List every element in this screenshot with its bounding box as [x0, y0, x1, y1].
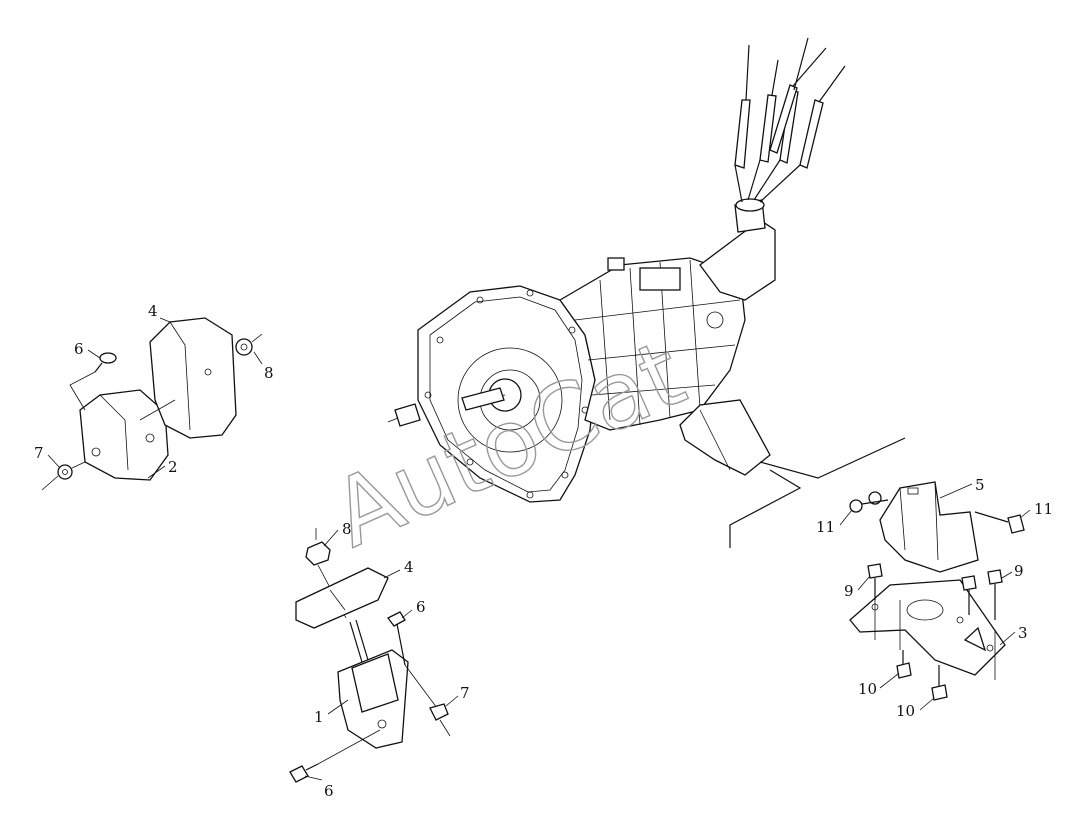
bolt-10-upper	[896, 650, 912, 679]
leader-line	[759, 437, 906, 479]
callout-9-right: 9	[1014, 562, 1024, 580]
callout-3: 3	[1018, 624, 1028, 642]
bolt-9-right	[961, 569, 1003, 620]
bolt-6-upper	[94, 352, 117, 373]
left-upper-mount-group	[41, 317, 263, 491]
callout-6-mid: 6	[416, 598, 426, 616]
callout-4-lower: 4	[404, 558, 414, 576]
callout-labels: 1 2 3 4 4 5 6 6 6 7 7 8 8 9 9 10 10 11 1…	[34, 302, 1053, 800]
callout-5: 5	[975, 476, 985, 494]
bolt-11-left	[849, 491, 889, 513]
nut-8-upper	[235, 338, 253, 356]
callout-4-upper: 4	[148, 302, 158, 320]
transmission-assembly	[387, 37, 846, 503]
bolt-6-mid	[387, 611, 406, 666]
callout-1: 1	[314, 708, 324, 726]
right-mount-group	[849, 481, 1025, 701]
callout-8-lower: 8	[342, 520, 352, 538]
bolt-11-right	[974, 511, 1025, 534]
callout-7-lower: 7	[460, 684, 470, 702]
nut-7-lower	[429, 703, 449, 721]
callout-9-left: 9	[844, 582, 854, 600]
callout-8-upper: 8	[264, 364, 274, 382]
callout-leaders	[47, 317, 1031, 781]
left-lower-mount-group	[289, 528, 451, 783]
callout-11-left: 11	[816, 518, 835, 536]
bolt-10-lower	[931, 665, 948, 701]
nut-8-lower	[305, 541, 331, 566]
callout-11-right: 11	[1034, 500, 1053, 518]
callout-10-lower: 10	[896, 702, 915, 720]
bolt-9-left	[867, 563, 883, 600]
callout-2: 2	[168, 458, 178, 476]
nut-7-upper	[57, 464, 73, 480]
leader-line	[729, 469, 802, 548]
callout-10-upper: 10	[858, 680, 877, 698]
callout-7-upper: 7	[34, 444, 44, 462]
callout-6-upper: 6	[74, 340, 84, 358]
bolt-6-lower	[289, 763, 319, 783]
callout-6-lower: 6	[324, 782, 334, 800]
